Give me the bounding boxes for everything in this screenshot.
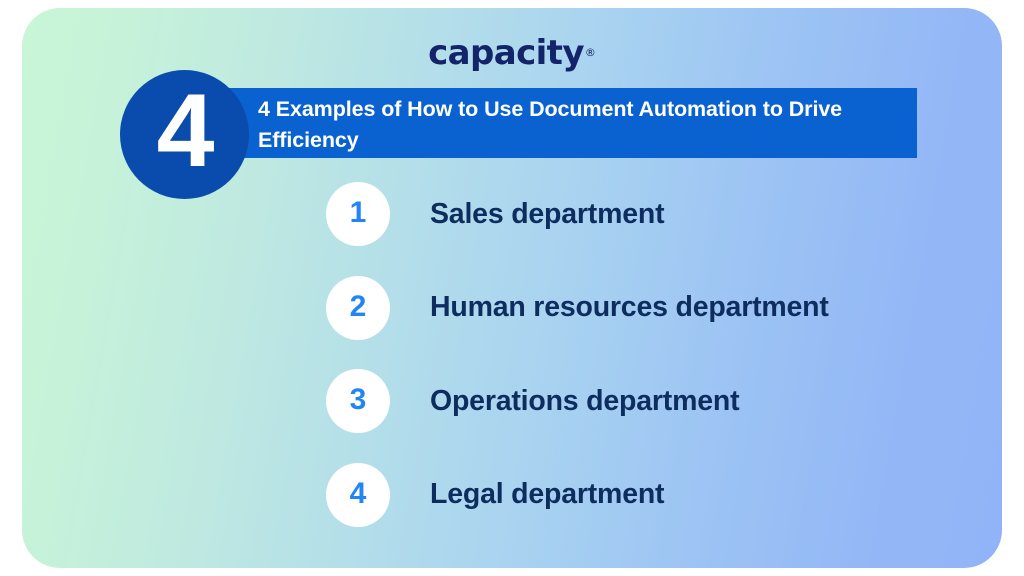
list-item: 4 Legal department xyxy=(326,462,966,527)
header-title: 4 Examples of How to Use Document Automa… xyxy=(258,97,843,152)
list-item-number-circle: 1 xyxy=(326,182,390,246)
gradient-card: capacity® 4 Examples of How to Use Docum… xyxy=(22,8,1002,568)
list-item-number-circle: 2 xyxy=(326,275,390,340)
brand-logo-text: capacity xyxy=(428,33,584,73)
registered-trademark-icon: ® xyxy=(584,45,596,59)
list-item-number-circle: 3 xyxy=(326,369,390,433)
list-item-number: 3 xyxy=(349,383,367,416)
list-item: 3 Operations department xyxy=(326,369,966,433)
list-item-label: Operations department xyxy=(430,384,740,417)
list-item-label: Human resources department xyxy=(430,291,829,323)
brand-logo: capacity® xyxy=(22,36,1002,70)
list-item-number: 2 xyxy=(349,289,367,323)
header-number-badge-value: 4 xyxy=(156,72,215,189)
header-banner: 4 Examples of How to Use Document Automa… xyxy=(210,88,917,158)
list-item: 1 Sales department xyxy=(326,182,966,246)
list-item-label: Legal department xyxy=(430,478,665,510)
list-item-number: 1 xyxy=(349,196,367,229)
list-item-label: Sales department xyxy=(430,197,665,230)
list-item: 2 Human resources department xyxy=(326,275,966,340)
header-number-badge: 4 xyxy=(120,70,249,199)
list-item-number-circle: 4 xyxy=(326,462,390,527)
numbered-list: 1 Sales department 2 Human resources dep… xyxy=(326,182,966,556)
list-item-number: 4 xyxy=(349,476,367,510)
